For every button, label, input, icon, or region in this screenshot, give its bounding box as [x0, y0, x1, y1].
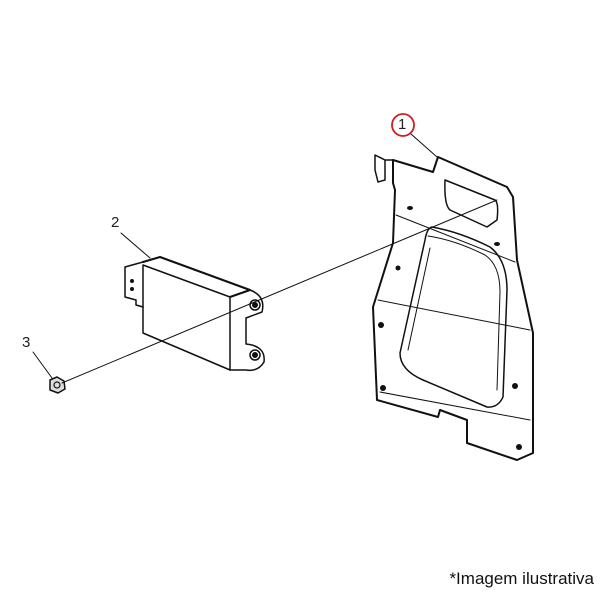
leader-line-3	[32, 351, 53, 379]
callout-2[interactable]: 2	[111, 214, 120, 231]
callout-1[interactable]: 1	[398, 116, 407, 133]
control-module	[124, 256, 265, 372]
bracket-holes	[378, 206, 522, 450]
assembly-axis-line	[61, 199, 498, 384]
illustrative-image-caption: *Imagem ilustrativa	[449, 569, 594, 588]
leader-line-2	[120, 232, 151, 259]
hex-nut	[49, 376, 66, 394]
highlight-circle	[391, 113, 415, 137]
mounting-bracket	[372, 154, 534, 461]
callout-3[interactable]: 3	[22, 334, 31, 351]
leader-line-1	[410, 133, 438, 158]
